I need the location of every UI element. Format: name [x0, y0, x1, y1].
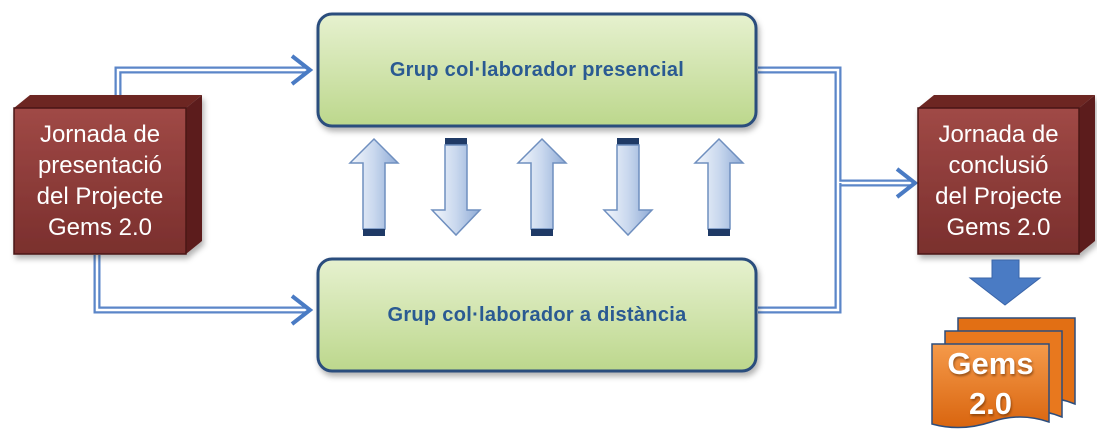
down-arrow-icon	[602, 138, 654, 237]
output-down-arrow-icon	[968, 259, 1042, 306]
output-title-line: Gems	[947, 346, 1034, 381]
end-box-line: Jornada de	[938, 121, 1059, 148]
end-box	[917, 95, 1095, 255]
exchange-arrows	[348, 137, 745, 237]
bottom-group-title: Grup col·laborador a distància	[387, 303, 687, 326]
up-arrow-icon	[516, 137, 568, 236]
end-box-line: conclusió	[948, 152, 1049, 179]
end-box-line: Gems 2.0	[946, 214, 1051, 241]
connector-top-to-end	[758, 66, 910, 187]
bottom-group-box	[316, 257, 758, 373]
start-box-line: del Projecte	[36, 183, 164, 210]
top-group-label: Grup col·laborador presencial	[318, 14, 756, 126]
output-documents	[931, 317, 1076, 429]
document-front	[931, 343, 1050, 429]
connectors	[93, 54, 919, 326]
connector-start-to-top	[114, 54, 314, 100]
start-box-line: presentació	[37, 152, 163, 179]
start-box-label: Jornada de presentació del Projecte Gems…	[14, 108, 186, 254]
start-box-line: Gems 2.0	[47, 214, 153, 241]
up-arrow-icon	[348, 137, 400, 236]
start-box-line: Jornada de	[39, 121, 161, 148]
down-arrow-icon	[430, 138, 482, 237]
up-arrow-icon	[693, 137, 745, 236]
connector-bottom-to-end	[758, 167, 919, 314]
end-box-label: Jornada de conclusió del Projecte Gems 2…	[918, 108, 1079, 254]
connector-start-to-bottom	[93, 255, 314, 326]
top-group-box	[316, 12, 758, 128]
bottom-group-label: Grup col·laborador a distància	[318, 259, 756, 371]
start-box	[13, 95, 202, 255]
end-box-line: del Projecte	[935, 183, 1062, 210]
output-version-line: 2.0	[968, 386, 1013, 421]
top-group-title: Grup col·laborador presencial	[389, 58, 685, 81]
output-documents-label: Gems 2.0	[932, 344, 1049, 424]
